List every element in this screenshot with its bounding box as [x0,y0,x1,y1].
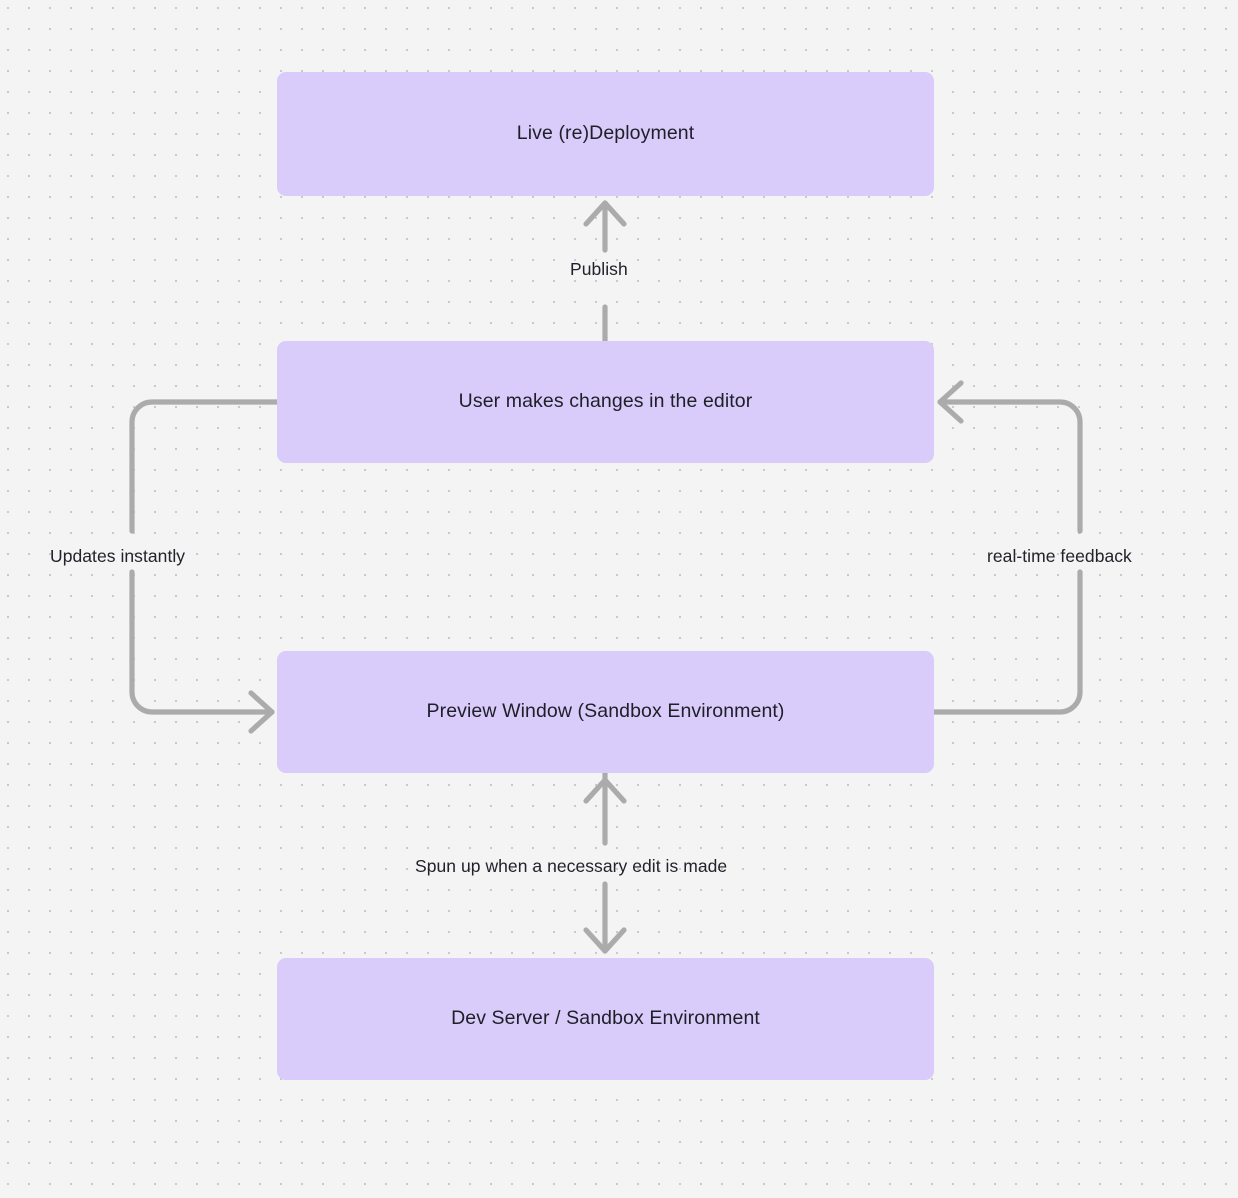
edge-label-real-time-feedback: real-time feedback [987,546,1132,566]
edge-label-spun-up: Spun up when a necessary edit is made [415,856,728,876]
node-label: Dev Server / Sandbox Environment [451,1007,760,1030]
edge-label-publish: Publish [570,259,628,279]
node-preview-window[interactable]: Preview Window (Sandbox Environment) [277,651,934,773]
edge-updates-instantly [129,399,280,734]
node-label: Live (re)Deployment [516,122,695,145]
node-label: Preview Window (Sandbox Environment) [426,700,785,723]
node-label: User makes changes in the editor [458,390,753,413]
node-live-redeployment[interactable]: Live (re)Deployment [277,72,934,196]
edge-label-updates-instantly: Updates instantly [50,546,186,566]
node-dev-server[interactable]: Dev Server / Sandbox Environment [277,958,934,1080]
node-user-makes-changes[interactable]: User makes changes in the editor [277,341,934,463]
